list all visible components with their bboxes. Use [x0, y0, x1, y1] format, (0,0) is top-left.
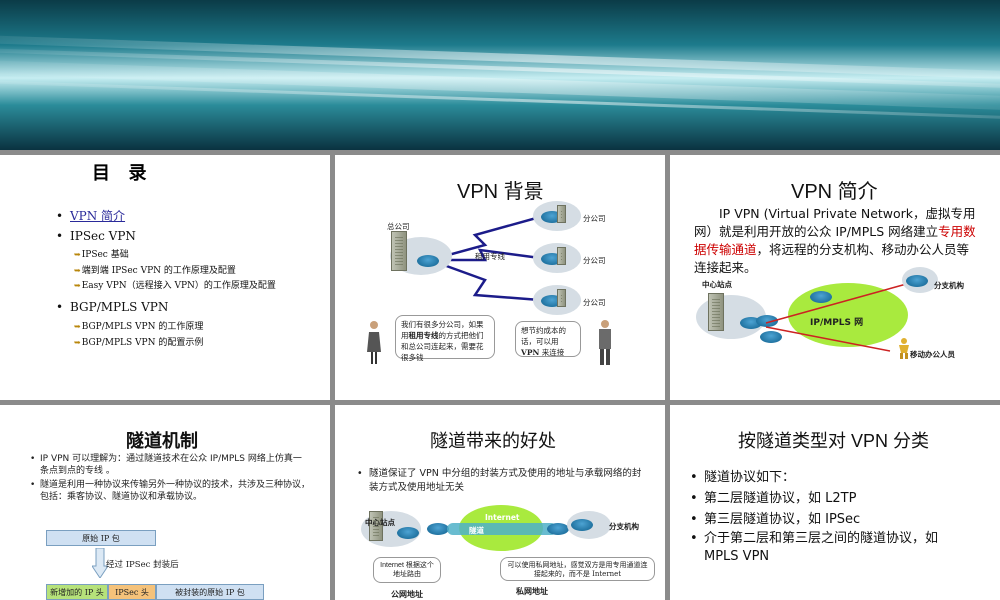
slide-tunnel-benefits[interactable]: 隧道带来的好处 •隧道保证了 VPN 中分组的封装方式及使用的地址与承载网络的封…	[335, 405, 665, 600]
toc-sub-bgp-principle[interactable]: BGP/MPLS VPN 的工作原理	[74, 319, 204, 332]
hq-label: 总公司	[387, 222, 410, 231]
toc-item-ipsec: •IPSec VPN	[56, 229, 136, 243]
slide-title: 隧道机制	[126, 431, 198, 452]
ipmpls-cloud	[788, 283, 908, 347]
tunnel-bullet-1: •IP VPN 可以理解为：通过隧道技术在公众 IP/MPLS 网络上仿真一条点…	[30, 454, 302, 476]
slide-tunnel-mechanism[interactable]: 隧道机制 •IP VPN 可以理解为：通过隧道技术在公众 IP/MPLS 网络上…	[0, 405, 330, 600]
branch-building-icon	[557, 205, 566, 223]
toc-sub-easy-vpn[interactable]: Easy VPN（远程接入 VPN）的工作原理及配置	[74, 279, 279, 293]
branch-label: 分支机构	[934, 281, 964, 290]
center-building-icon	[369, 511, 383, 541]
public-address-label: 公网地址	[391, 590, 423, 599]
toc-item-bgp-mpls: •BGP/MPLS VPN	[56, 300, 169, 314]
tunnel-pipe	[447, 523, 557, 535]
center-site-label: 中心站点	[702, 280, 732, 289]
center-site-label: 中心站点	[365, 518, 395, 527]
benefit-bullet: •隧道保证了 VPN 中分组的封装方式及使用的地址与承载网络的封装方式及使用地址…	[357, 468, 642, 493]
slide-toc[interactable]: 目 录 •VPN 简介 •IPSec VPN IPSec 基础 端到端 IPSe…	[0, 155, 330, 400]
callout-vpn-save: 想节约成本的话，可以用VPN 来连接	[515, 321, 581, 357]
highlight-text: 专用数据传输通道	[694, 224, 976, 257]
original-packet-box: 原始 IP 包	[46, 530, 156, 546]
internet-label: Internet	[485, 513, 520, 522]
pe-router-icon	[756, 315, 778, 327]
router-icon	[417, 255, 439, 267]
classification-bullet-1: •隧道协议如下：	[690, 470, 796, 485]
toc-item-vpn-intro[interactable]: •VPN 简介	[56, 209, 126, 223]
hq-building-icon	[391, 231, 407, 271]
tunnel-bullet-2: •隧道是利用一种协议来传输另外一种协议的技术，共涉及三种协议，包括：乘客协议、隧…	[30, 480, 311, 502]
toc-title: 目 录	[92, 163, 149, 184]
header-banner	[0, 0, 1000, 150]
slide-vpn-intro[interactable]: VPN 简介 IP VPN (Virtual Private Network，虚…	[670, 155, 1000, 400]
pe-router-icon	[760, 331, 782, 343]
router-icon	[547, 523, 569, 535]
pe-router-icon	[810, 291, 832, 303]
encapsulated-packet-box: 被封装的原始 IP 包	[156, 584, 264, 600]
callout-public-routing: Internet 根据这个地址路由	[373, 557, 441, 583]
branch-label: 分支机构	[609, 522, 639, 531]
new-ip-header-box: 新增加的 IP 头	[46, 584, 108, 600]
center-building-icon	[708, 293, 724, 331]
slide-title: 按隧道类型对 VPN 分类	[738, 431, 930, 451]
slide-vpn-classification[interactable]: 按隧道类型对 VPN 分类 •隧道协议如下： •第二层隧道协议，如 L2TP •…	[670, 405, 1000, 600]
slide-title: 隧道带来的好处	[430, 431, 556, 451]
branch-label-3: 分公司	[583, 298, 606, 307]
classification-bullet-3: •第三层隧道协议，如 IPSec	[690, 512, 861, 527]
tunnel-label: 隧道	[469, 526, 484, 535]
private-address-label: 私网地址	[516, 587, 548, 596]
vpn-intro-text: IP VPN (Virtual Private Network，虚拟专用网）就是…	[694, 206, 976, 275]
mobile-label: 移动办公人员	[910, 350, 955, 359]
tunnel-lines	[765, 282, 911, 352]
leased-line-label: 租用专线	[475, 252, 505, 261]
person-man-icon	[599, 320, 611, 365]
branch-building-icon	[557, 247, 566, 265]
callout-private-address: 可以使用私网地址，感觉双方是用专用通道连接起来的，而不是 Internet	[500, 557, 655, 581]
router-icon	[571, 519, 593, 531]
callout-leased-cost: 我们有很多分公司，如果用租用专线的方式把他们和总公司连起来，需要花很多钱	[395, 315, 495, 362]
toc-sub-bgp-config[interactable]: BGP/MPLS VPN 的配置示例	[74, 335, 204, 348]
slide-title: VPN 简介	[791, 181, 878, 203]
person-woman-icon	[367, 321, 381, 364]
branch-building-icon	[557, 289, 566, 307]
slide-title: VPN 背景	[457, 181, 544, 203]
slide-vpn-background[interactable]: VPN 背景 总公司 租用专线 分公司 分公司 分公司 我们有很多分公司，如果用…	[335, 155, 665, 400]
mobile-worker-icon	[899, 338, 909, 359]
router-icon	[427, 523, 449, 535]
branch-label-1: 分公司	[583, 214, 606, 223]
router-icon	[906, 275, 928, 287]
ipmpls-label: IP/MPLS 网	[810, 318, 864, 328]
ipsec-header-box: IPSec 头	[108, 584, 156, 600]
down-arrow-icon	[92, 548, 108, 578]
classification-bullet-4: •介于第二层和第三层之间的隧道协议，如 MPLS VPN	[690, 531, 939, 564]
encap-arrow-label: 经过 IPSec 封装后	[106, 560, 179, 570]
router-icon	[397, 527, 419, 539]
classification-bullet-2: •第二层隧道协议，如 L2TP	[690, 491, 857, 506]
network-diagram	[429, 215, 541, 302]
toc-sub-ipsec-basics[interactable]: IPSec 基础	[74, 247, 129, 260]
toc-sub-e2e-ipsec[interactable]: 端到端 IPSec VPN 的工作原理及配置	[74, 263, 236, 276]
branch-label-2: 分公司	[583, 256, 606, 265]
